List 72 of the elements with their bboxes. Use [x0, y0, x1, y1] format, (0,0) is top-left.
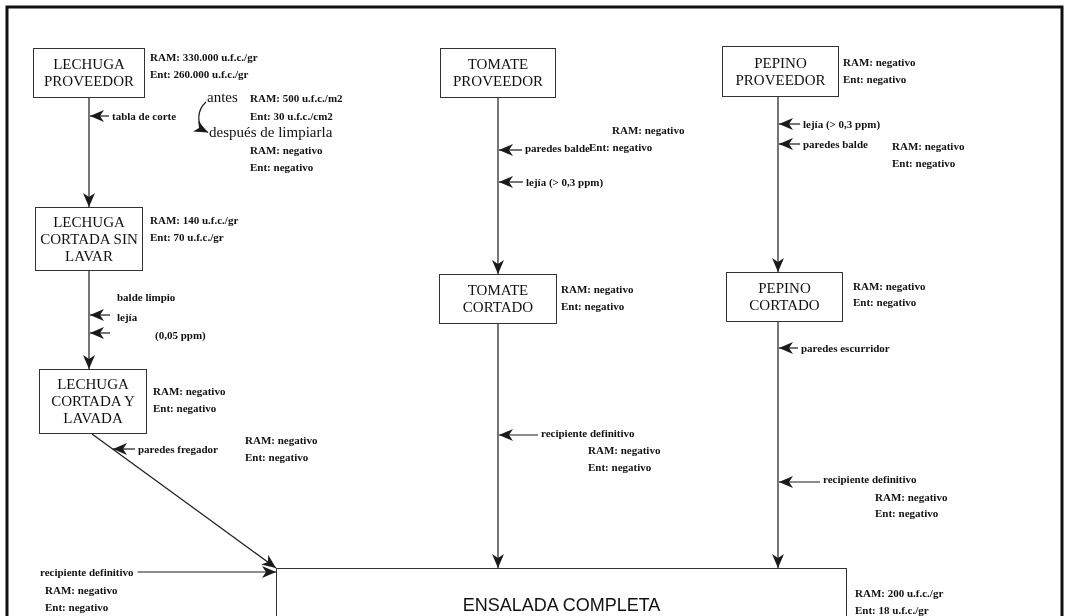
arrow: [83, 97, 95, 208]
source-label: antes: [207, 89, 238, 106]
input-arrow: [89, 110, 110, 122]
input-arrow: [112, 443, 136, 455]
arrow: [772, 96, 784, 273]
source-label: lejía (> 0,3 ppm): [526, 175, 604, 189]
count-label: RAM: negativo: [875, 490, 948, 504]
source-label: recipiente definitivo: [823, 472, 917, 486]
count-label: Ent: negativo: [892, 156, 956, 170]
count-label: Ent: negativo: [153, 401, 217, 415]
input-arrow: [498, 429, 539, 441]
source-label: recipiente definitivo: [40, 565, 134, 579]
arrow: [192, 101, 209, 134]
input-arrow: [778, 118, 801, 130]
count-label: RAM: negativo: [588, 443, 661, 457]
arrow: [492, 97, 504, 275]
count-label: Ent: negativo: [561, 299, 625, 313]
process-box: LECHUGA CORTADA Y LAVADA: [39, 369, 147, 434]
count-label: RAM: 500 u.f.c./m2: [250, 91, 343, 105]
arrow: [137, 566, 277, 578]
arrow: [91, 433, 277, 569]
count-label: Ent: negativo: [45, 600, 109, 614]
arrow: [492, 323, 504, 569]
count-label: RAM: negativo: [843, 55, 916, 69]
count-label: RAM: negativo: [853, 279, 926, 293]
arrow: [83, 270, 95, 370]
input-arrow: [498, 176, 524, 188]
count-label: Ent: negativo: [250, 160, 314, 174]
process-box: PEPINO PROVEEDOR: [722, 46, 839, 97]
process-box: PEPINO CORTADO: [726, 272, 843, 322]
source-label: lejía (0,05 ppm): [113, 308, 206, 344]
input-arrow: [89, 309, 111, 321]
count-label: RAM: negativo: [245, 433, 318, 447]
source-label: paredes balde: [525, 141, 590, 155]
count-label: RAM: negativo: [250, 143, 323, 157]
count-label: Ent: 30 u.f.c./cm2: [250, 109, 333, 123]
process-box: ENSALADA COMPLETA: [276, 568, 847, 616]
count-label: Ent: negativo: [245, 450, 309, 464]
count-label: Ent: 70 u.f.c./gr: [150, 230, 224, 244]
input-arrow: [778, 476, 821, 488]
count-label: RAM: negativo: [561, 282, 634, 296]
count-label: RAM: negativo: [45, 583, 118, 597]
count-label: RAM: negativo: [153, 384, 226, 398]
source-label: recipiente definitivo: [541, 426, 635, 440]
input-arrow: [778, 138, 801, 150]
count-label: Ent: 260.000 u.f.c./gr: [150, 67, 249, 81]
source-label: paredes fregador: [138, 442, 218, 456]
input-arrow: [498, 144, 523, 156]
note-label: balde limpio: [117, 290, 176, 304]
count-label: RAM: negativo: [612, 123, 685, 137]
process-box: TOMATE PROVEEDOR: [440, 48, 556, 98]
count-label: Ent: 18 u.f.c./gr: [855, 603, 929, 616]
count-label: Ent: negativo: [589, 140, 653, 154]
count-label: RAM: 200 u.f.c./gr: [855, 586, 944, 600]
count-label: RAM: 330.000 u.f.c./gr: [150, 50, 258, 64]
input-arrow: [778, 342, 799, 354]
source-label: tabla de corte: [112, 109, 177, 123]
count-label: Ent: negativo: [843, 72, 907, 86]
count-label: Ent: negativo: [588, 460, 652, 474]
count-label: Ent: negativo: [875, 506, 939, 520]
count-label: RAM: negativo: [892, 139, 965, 153]
process-box: TOMATE CORTADO: [439, 274, 557, 324]
count-label: RAM: 140 u.f.c./gr: [150, 213, 239, 227]
source-label: paredes balde: [803, 137, 868, 151]
source-label: después de limpiarla: [209, 124, 333, 141]
source-label: paredes escurridor: [801, 341, 890, 355]
process-box: LECHUGA PROVEEDOR: [33, 48, 145, 98]
count-label: Ent: negativo: [853, 295, 917, 309]
input-arrow: [89, 327, 111, 339]
arrow: [772, 321, 784, 569]
source-label: lejía (> 0,3 ppm): [803, 117, 881, 131]
process-box: LECHUGA CORTADA SIN LAVAR: [35, 207, 143, 271]
